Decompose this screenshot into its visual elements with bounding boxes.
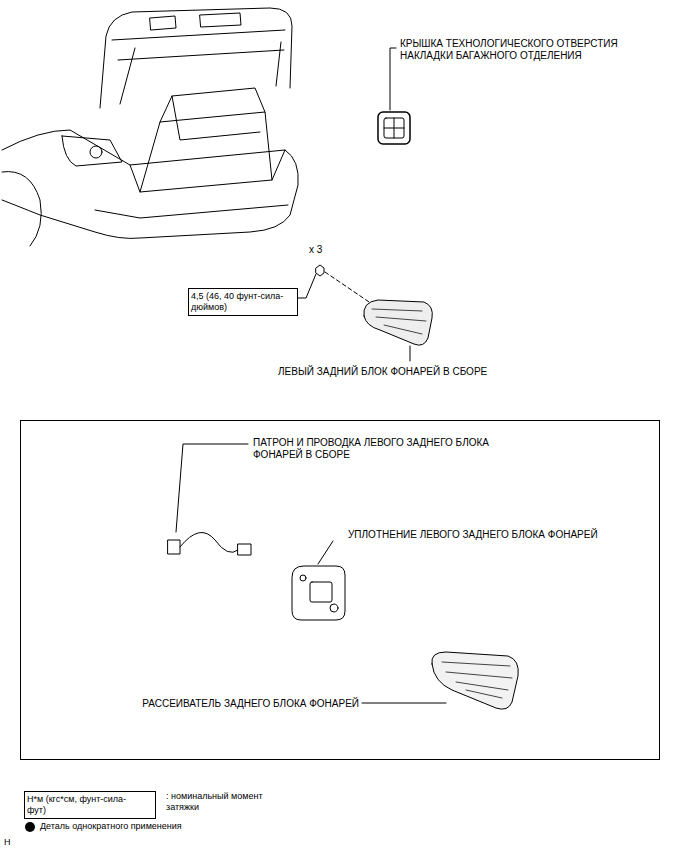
leader-line [362, 703, 446, 704]
leader-line [390, 48, 396, 110]
wire-connector [168, 540, 180, 554]
leader-line [298, 274, 316, 298]
leader-line [318, 541, 333, 564]
torque-spec-box: 4,5 (46, 40 фунт-сила-дюймов) [188, 288, 298, 316]
spec-text: Н*м (кгс*см, фунт-сила-фут) [27, 794, 127, 816]
car-wheel [2, 172, 41, 246]
component-frame: ПАТРОН И ПРОВОДКА ЛЕВОГО ЗАДНЕГО БЛОКА Ф… [20, 420, 660, 760]
gasket [310, 582, 332, 602]
trunk-lid-strut [120, 42, 281, 104]
service-hole [90, 146, 102, 158]
car-tail-lamp [62, 136, 122, 166]
part-name: РАССЕИВАТЕЛЬ ЗАДНЕГО БЛОКА ФОНАРЕЙ [109, 698, 359, 710]
trunk-opening [130, 150, 285, 192]
lamp-lens [432, 652, 519, 709]
service-hole-cover [384, 118, 404, 138]
trunk-lid-inner [112, 13, 285, 60]
legend-unit-box: Н*м (кгс*см, фунт-сила-фут) [24, 791, 156, 819]
nut [316, 265, 324, 276]
service-hole-cover [384, 118, 404, 138]
trunk-interior [140, 88, 272, 192]
service-hole-cover [378, 112, 410, 144]
lamp-lens [442, 662, 512, 698]
part-name: УПЛОТНЕНИЕ ЛЕВОГО ЗАДНЕГО БЛОКА ФОНАРЕЙ [348, 529, 598, 541]
part-name: ПАТРОН И ПРОВОДКА ЛЕВОГО ЗАДНЕГО БЛОКА Ф… [253, 437, 503, 461]
gasket-hole [330, 604, 338, 612]
legend-text: Деталь однократного применения [40, 821, 240, 832]
legend-swatch [25, 822, 35, 832]
spec-text: 4,5 (46, 40 фунт-сила-дюймов) [191, 291, 287, 313]
part-name: ЛЕВЫЙ ЗАДНИЙ БЛОК ФОНАРЕЙ В СБОРЕ [278, 366, 487, 378]
car-bumper [95, 205, 288, 218]
car-body [2, 130, 298, 238]
tail-lamp-assembly [364, 300, 433, 345]
part-name: КРЫШКА ТЕХНОЛОГИЧЕСКОГО ОТВЕРСТИЯ НАКЛАД… [400, 38, 662, 62]
wire-harness [180, 532, 238, 552]
tail-lamp-assembly [372, 309, 426, 334]
gasket [292, 566, 345, 620]
leader-line [410, 346, 411, 361]
trunk-lid [100, 8, 292, 108]
gasket-hole [300, 575, 306, 581]
quantity: x 3 [309, 244, 322, 256]
leader-line [176, 444, 248, 532]
install-line [325, 272, 372, 304]
figure-code: H [4, 836, 11, 848]
wire-connector [238, 544, 251, 555]
legend-text: : номинальный момент затяжки [166, 791, 294, 813]
